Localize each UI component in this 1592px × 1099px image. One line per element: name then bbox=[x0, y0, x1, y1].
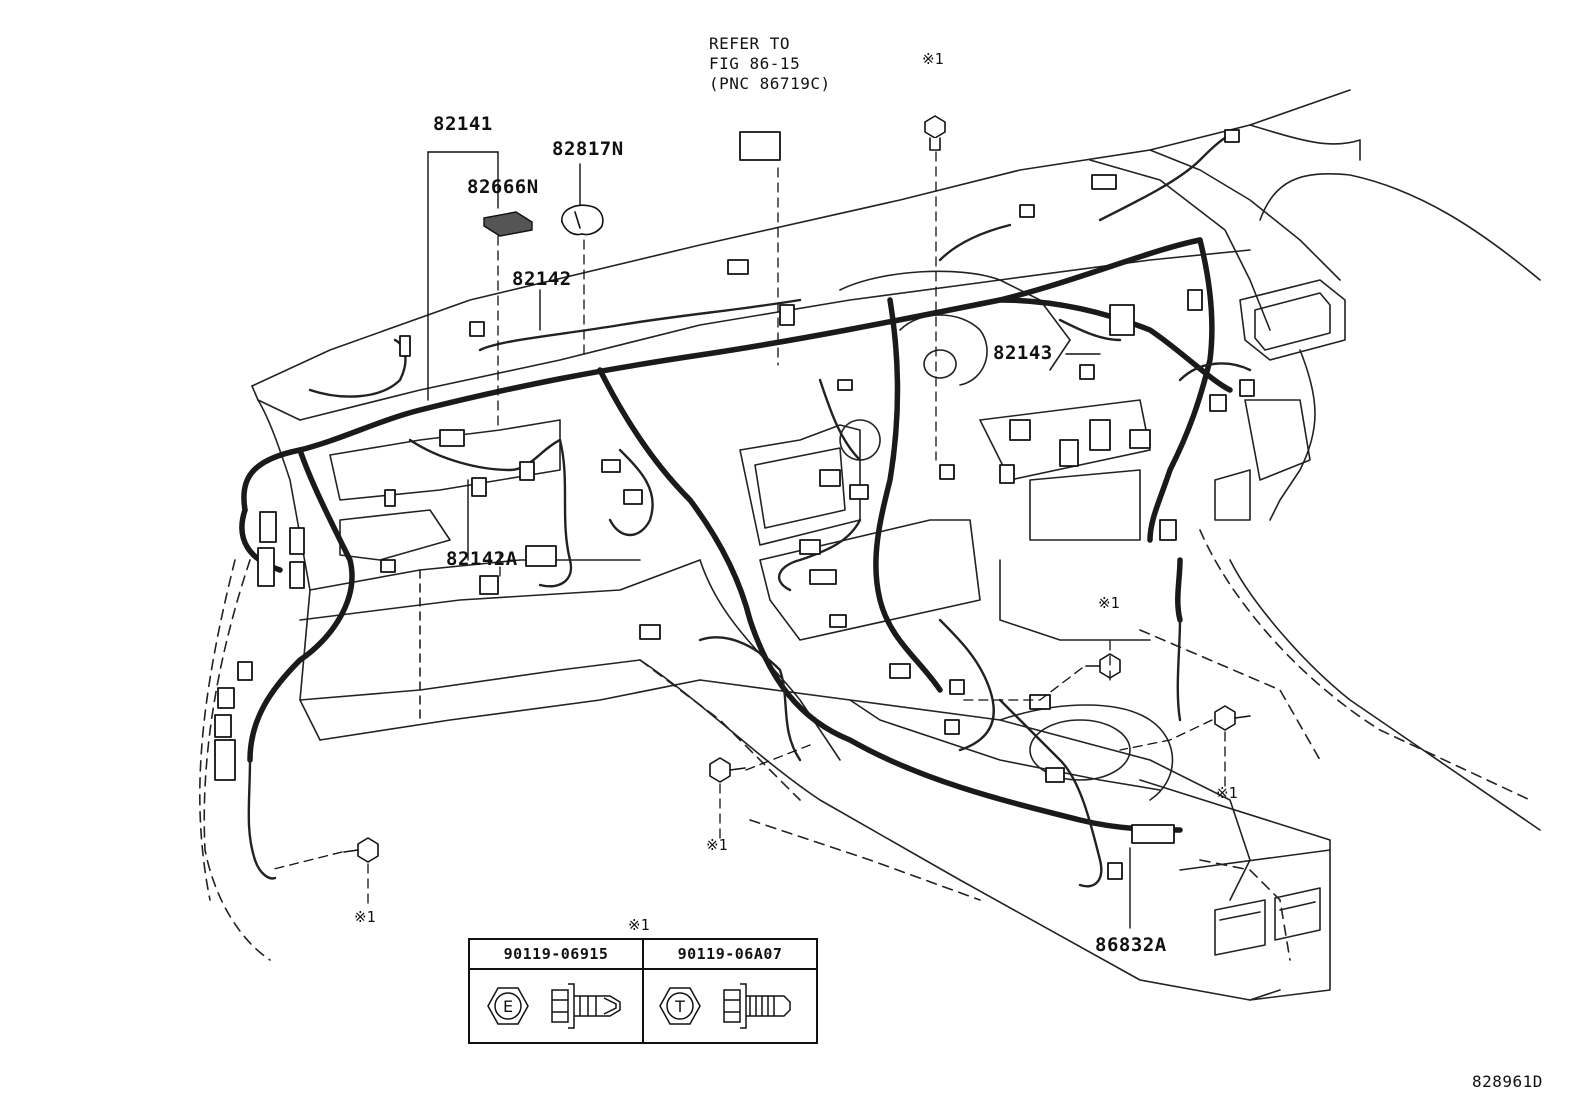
callout-82817n: 82817N bbox=[552, 138, 624, 160]
harness-connectors bbox=[214, 129, 1255, 880]
head-letter-e: E bbox=[503, 997, 513, 1016]
callout-86832a: 86832A bbox=[1095, 934, 1167, 956]
fastener-table: 90119-06915 E 90119-06A07 T bbox=[468, 938, 818, 1044]
fastener-column-1: 90119-06915 E bbox=[470, 940, 644, 1042]
figure-number: 828961D bbox=[1472, 1072, 1543, 1091]
fastener-mark: ※1 bbox=[1098, 594, 1120, 612]
callout-82141: 82141 bbox=[433, 113, 493, 135]
harness-clip-82666n bbox=[483, 211, 533, 237]
hex-bolt-icon: T bbox=[659, 983, 791, 1029]
bolts bbox=[343, 115, 1251, 863]
callout-82143: 82143 bbox=[993, 342, 1053, 364]
flange-bolt-icon: E bbox=[487, 983, 621, 1029]
fastener-mark: ※1 bbox=[922, 50, 944, 68]
wire-harness-bundles bbox=[239, 237, 1233, 833]
reference-note: REFER TO FIG 86-15 (PNC 86719C) bbox=[709, 34, 831, 93]
fastener-table-mark: ※1 bbox=[628, 916, 650, 934]
fastener-mark: ※1 bbox=[706, 836, 728, 854]
callout-82666n: 82666N bbox=[467, 176, 539, 198]
assembly-dashed-lines bbox=[269, 151, 1226, 906]
fastener-mark: ※1 bbox=[1216, 784, 1238, 802]
head-letter-t: T bbox=[674, 997, 685, 1016]
callout-82142: 82142 bbox=[512, 268, 572, 290]
callout-82142a: 82142A bbox=[446, 548, 518, 570]
fastener-mark: ※1 bbox=[354, 908, 376, 926]
callout-leader-lines bbox=[427, 151, 1131, 929]
fastener-part-number: 90119-06A07 bbox=[644, 940, 816, 970]
fastener-part-number: 90119-06915 bbox=[470, 940, 642, 970]
harness-branch-wires bbox=[247, 133, 1252, 888]
fastener-column-2: 90119-06A07 T bbox=[644, 940, 816, 1042]
harness-clamp-82817n bbox=[561, 204, 604, 236]
dashboard-outline bbox=[199, 89, 1541, 1001]
